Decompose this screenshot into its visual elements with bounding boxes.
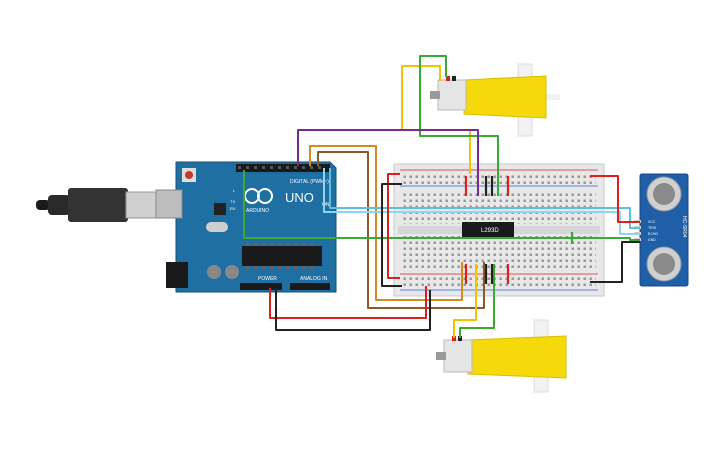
analog-header-label: ANALOG IN <box>300 276 328 282</box>
digital-header-label: DIGITAL (PWM~) <box>290 179 329 185</box>
wire-green-arduino[interactable] <box>243 170 640 241</box>
capacitor <box>207 265 221 279</box>
wire-green-bottom-motor[interactable] <box>459 264 495 338</box>
wire-black-rail-link[interactable] <box>381 183 402 287</box>
wire-yellow-bottom-motor[interactable] <box>453 264 477 338</box>
wire-yellow-top-motor[interactable] <box>401 65 471 174</box>
dc-motor-top[interactable] <box>430 63 560 137</box>
sensor-pin-gnd: GND <box>648 238 656 242</box>
wire-cyan[interactable] <box>329 168 640 229</box>
dc-motor-bottom[interactable] <box>436 319 567 393</box>
wire-purple[interactable] <box>297 129 479 196</box>
sensor-pin-vcc: VCC <box>648 220 656 224</box>
crystal <box>206 222 228 232</box>
usb-cable[interactable] <box>36 188 157 222</box>
wire-red-rail-link[interactable] <box>387 173 400 279</box>
breadboard-jumpers <box>464 176 574 284</box>
l293d-driver-chip[interactable]: L293D <box>462 222 514 237</box>
on-led-label: ON <box>322 202 330 208</box>
power-jack <box>166 262 188 288</box>
wire-brown[interactable] <box>317 151 485 309</box>
arduino-uno-board[interactable]: DIGITAL (PWM~) ARDUINO UNO ON L TX RX <box>155 161 337 293</box>
wire-green-top-motor[interactable] <box>419 55 499 196</box>
wire-orange[interactable] <box>309 145 463 301</box>
sensor-model-label: HC-SR04 <box>681 216 687 238</box>
capacitor <box>225 265 239 279</box>
analog-header[interactable] <box>290 283 330 290</box>
l-led-label: L <box>233 188 236 193</box>
sensor-pin-echo: ECHO <box>648 232 658 236</box>
l293d-label: L293D <box>481 228 499 234</box>
wire-red-power[interactable] <box>269 286 427 319</box>
usb-port <box>155 189 183 219</box>
tx-led-label: TX <box>230 199 235 204</box>
arduino-model-label: UNO <box>285 190 314 205</box>
atmega-chip <box>242 246 322 266</box>
sensor-pin-trig: TRIG <box>648 226 657 230</box>
bottom-power-rail[interactable] <box>402 277 596 288</box>
wires <box>243 55 640 338</box>
wire-blue[interactable] <box>323 168 640 235</box>
power-header-label: POWER <box>258 276 277 282</box>
terminal-strip-bottom[interactable] <box>402 236 596 270</box>
wire-black-sensor[interactable] <box>590 241 640 283</box>
power-header[interactable] <box>240 283 282 290</box>
wire-black-power[interactable] <box>275 288 431 331</box>
breadboard[interactable] <box>393 163 605 297</box>
usb-chip <box>214 203 226 215</box>
wire-red-sensor[interactable] <box>590 175 640 223</box>
arduino-brand-label: ARDUINO <box>246 208 269 214</box>
rx-led-label: RX <box>230 206 236 211</box>
digital-header[interactable] <box>236 164 330 172</box>
ultrasonic-sensor[interactable]: HC-SR04 VCC TRIG ECHO GND <box>634 173 689 287</box>
